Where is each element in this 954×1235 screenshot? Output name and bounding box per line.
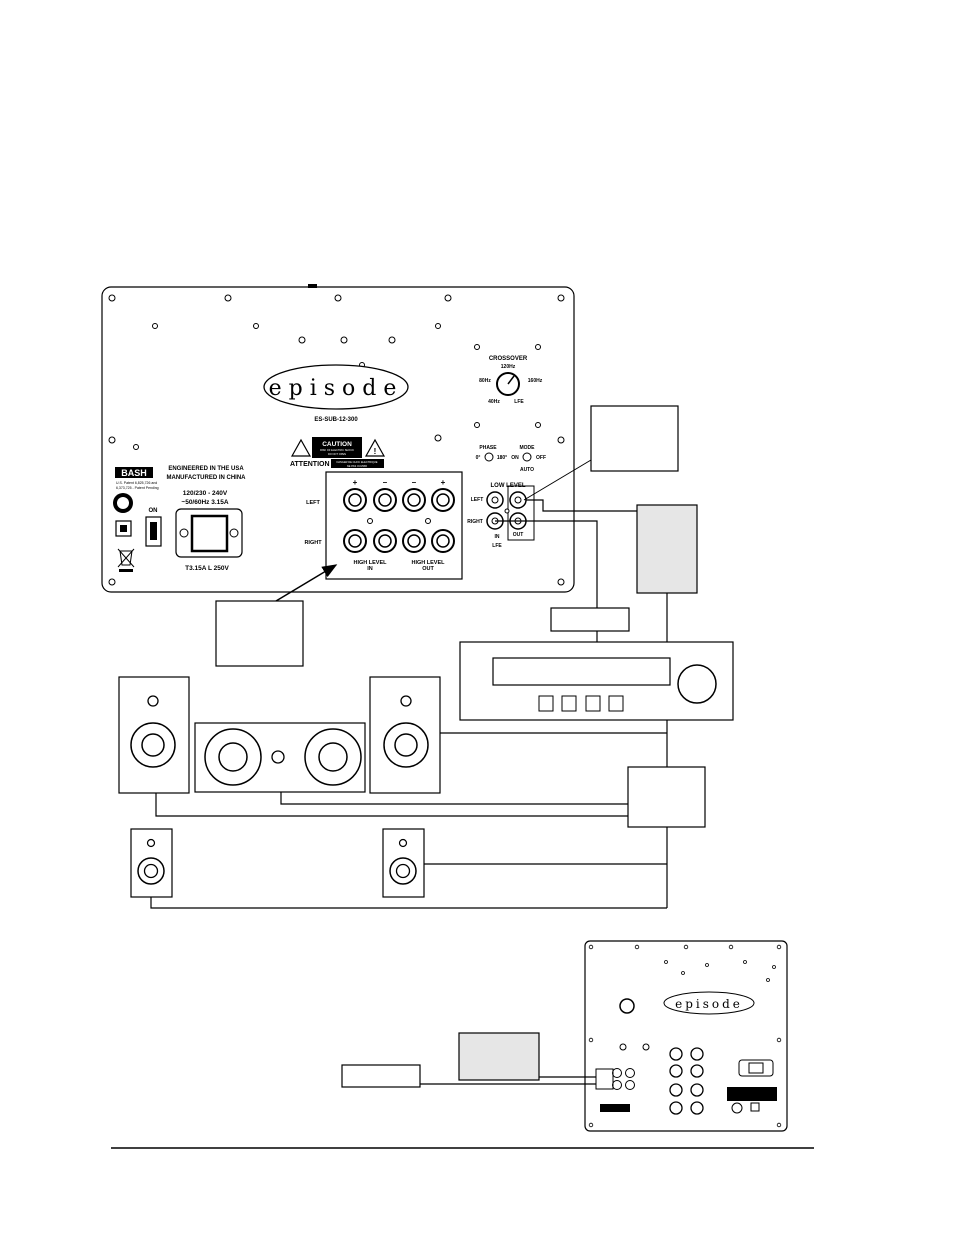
crossover-knob-pointer — [507, 375, 515, 385]
rca-jacks[interactable] — [486, 491, 527, 530]
svg-text:LFE: LFE — [514, 399, 524, 405]
callout-arrow-high-level — [275, 564, 338, 602]
bash-logo: BASH U.S. Patent 6,825,726 and 6,373,725… — [115, 467, 159, 490]
connection-box — [627, 766, 706, 828]
power-inlet[interactable] — [175, 508, 243, 558]
callout-box-high-level — [215, 600, 304, 667]
svg-text:ATTENTION: ATTENTION — [290, 461, 330, 468]
power-switch[interactable] — [145, 516, 162, 547]
callout-line-low-level — [523, 459, 592, 501]
svg-text:BASH: BASH — [121, 468, 147, 478]
receiver-volume-knob[interactable] — [677, 664, 717, 704]
svg-text:0°: 0° — [476, 455, 481, 461]
receiver-button-1[interactable] — [538, 695, 554, 712]
svg-text:!: ! — [374, 447, 377, 456]
svg-text:IN: IN — [367, 566, 373, 572]
secondary-amplifier-panel: episode — [584, 940, 788, 1132]
voltage-text: 120/230 - 240V — [183, 490, 228, 497]
svg-text:MODE: MODE — [520, 445, 536, 451]
surround-left-speaker — [130, 828, 173, 898]
model-number: ES-SUB-12-300 — [314, 417, 358, 423]
svg-text:PHASE: PHASE — [479, 445, 497, 451]
center-speaker — [194, 722, 366, 793]
external-device-box — [636, 504, 698, 594]
phase-control: PHASE 0° 180° — [476, 445, 508, 461]
svg-text:LEFT: LEFT — [306, 500, 320, 506]
frequency-text: ~50/60Hz 3.15A — [181, 499, 228, 506]
surround-right-speaker — [382, 828, 425, 898]
receiver-button-3[interactable] — [585, 695, 601, 712]
svg-text:HIGH LEVEL: HIGH LEVEL — [411, 560, 445, 566]
svg-text:LEFT: LEFT — [471, 497, 484, 503]
receiver-button-2[interactable] — [561, 695, 577, 712]
secondary-device-box — [458, 1032, 540, 1081]
svg-text:NE PAS OUVRIR: NE PAS OUVRIR — [347, 464, 367, 468]
callout-box-low-level — [590, 405, 679, 472]
receiver-display — [492, 657, 671, 686]
amplifier-panel: episode ES-SUB-12-300 CROSSOVER 120Hz 80… — [101, 284, 575, 593]
svg-text:CROSSOVER: CROSSOVER — [489, 356, 528, 362]
svg-text:6,373,725 - Patent Pending: 6,373,725 - Patent Pending — [116, 486, 159, 490]
caution-label: CAUTION RISK OF ELECTRIC SHOCK DO NOT OP… — [290, 437, 386, 468]
receiver-button-4[interactable] — [608, 695, 624, 712]
svg-text:U.S. Patent 6,825,726 and: U.S. Patent 6,825,726 and — [116, 481, 157, 485]
svg-text:AUTO: AUTO — [520, 467, 534, 473]
wiring — [150, 499, 668, 909]
svg-text:RIGHT: RIGHT — [304, 540, 322, 546]
episode-logo — [263, 364, 409, 410]
manufactured-text: MANUFACTURED IN CHINA — [167, 475, 247, 481]
secondary-wiring — [420, 1076, 596, 1085]
svg-text:OUT: OUT — [513, 532, 524, 538]
svg-text:+: + — [353, 478, 358, 487]
logo-text: episode — [269, 376, 404, 401]
svg-text:LFE: LFE — [492, 543, 502, 549]
front-left-speaker — [118, 676, 190, 794]
small-label-box — [550, 607, 630, 632]
svg-text:–: – — [412, 478, 417, 487]
svg-text:OUT: OUT — [422, 566, 434, 572]
svg-text:OFF: OFF — [536, 455, 546, 461]
svg-text:80Hz: 80Hz — [479, 378, 491, 384]
svg-text:+: + — [441, 478, 446, 487]
svg-text:120Hz: 120Hz — [501, 364, 516, 370]
svg-text:ON: ON — [511, 455, 519, 461]
phase-switch[interactable] — [484, 452, 494, 462]
svg-text:–: – — [383, 478, 388, 487]
svg-text:DANGER DE CHOC ELECTRIQUE: DANGER DE CHOC ELECTRIQUE — [336, 460, 377, 464]
usb-port[interactable] — [115, 520, 132, 537]
crossover-control: CROSSOVER 120Hz 80Hz 160Hz 40Hz LFE — [479, 356, 543, 405]
certification-icon — [113, 493, 133, 513]
mode-control: MODE ON OFF AUTO — [511, 445, 546, 473]
svg-text:RISK OF ELECTRIC SHOCK: RISK OF ELECTRIC SHOCK — [320, 448, 354, 452]
secondary-label-box — [341, 1064, 421, 1088]
svg-text:160Hz: 160Hz — [528, 378, 543, 384]
fuse-rating: T3.15A L 250V — [185, 565, 229, 572]
av-receiver — [459, 641, 734, 721]
svg-text:CAUTION: CAUTION — [322, 441, 352, 448]
mode-switch[interactable] — [522, 452, 532, 462]
svg-text:IN: IN — [495, 534, 500, 540]
svg-text:RIGHT: RIGHT — [467, 519, 483, 525]
svg-text:HIGH LEVEL: HIGH LEVEL — [353, 560, 387, 566]
power-on-label: ON — [149, 508, 158, 514]
engineered-text: ENGINEERED IN THE USA — [168, 466, 244, 472]
high-level-labels: + – – + LEFT RIGHT HIGH LEVEL IN HIGH LE… — [304, 478, 445, 572]
binding-posts[interactable] — [343, 488, 455, 553]
svg-text:180°: 180° — [497, 455, 507, 461]
front-right-speaker — [369, 676, 441, 794]
svg-text:40Hz: 40Hz — [488, 399, 500, 405]
recycle-bin-icon — [117, 548, 135, 572]
svg-text:DO NOT OPEN: DO NOT OPEN — [328, 452, 346, 456]
secondary-logo-text: episode — [675, 997, 743, 1011]
